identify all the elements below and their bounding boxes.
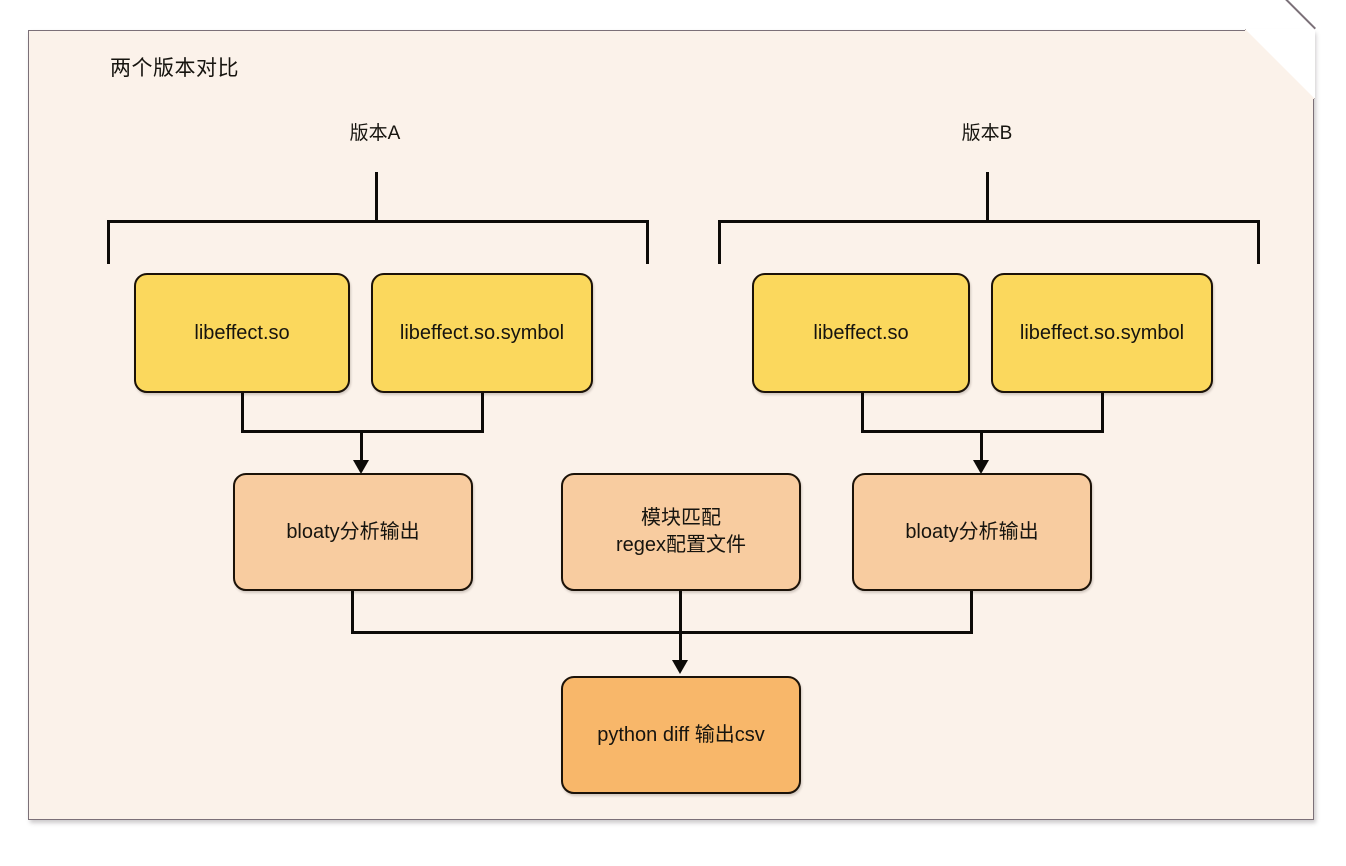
connector-version-a-leg-left bbox=[107, 220, 110, 264]
folded-corner-flap bbox=[1245, 29, 1315, 99]
connector-regex-down bbox=[679, 591, 682, 634]
page-title: 两个版本对比 bbox=[110, 57, 239, 80]
connector-b-symbol-down bbox=[1101, 393, 1104, 433]
connector-version-a-bar bbox=[107, 220, 649, 223]
folded-corner-edge bbox=[1244, 0, 1316, 30]
connector-a-bloaty-down bbox=[351, 591, 354, 634]
connector-a-merge-stem bbox=[360, 430, 363, 465]
connector-a-symbol-down bbox=[481, 393, 484, 433]
node-label: python diff 输出csv bbox=[597, 723, 765, 746]
node-label: libeffect.so.symbol bbox=[399, 321, 565, 344]
arrow-to-diff-output bbox=[672, 660, 688, 674]
connector-b-lib-down bbox=[861, 393, 864, 433]
connector-version-b-leg-right bbox=[1257, 220, 1260, 264]
connector-a-lib-down bbox=[241, 393, 244, 433]
connector-b-bloaty-down bbox=[970, 591, 973, 634]
node-version-b-bloaty-output[interactable]: bloaty分析输出 bbox=[852, 473, 1092, 591]
node-version-a-libeffect-so-symbol[interactable]: libeffect.so.symbol bbox=[371, 273, 593, 393]
connector-diff-merge-bar bbox=[351, 631, 973, 634]
connector-version-b-stem bbox=[986, 172, 989, 222]
arrow-to-a-bloaty bbox=[353, 460, 369, 474]
node-python-diff-output-csv[interactable]: python diff 输出csv bbox=[561, 676, 801, 794]
connector-b-merge-stem bbox=[980, 430, 983, 465]
node-regex-config-file[interactable]: 模块匹配 regex配置文件 bbox=[561, 473, 801, 591]
arrow-to-b-bloaty bbox=[973, 460, 989, 474]
connector-version-a-stem bbox=[375, 172, 378, 222]
connector-version-b-bar bbox=[718, 220, 1260, 223]
connector-version-a-leg-right bbox=[646, 220, 649, 264]
connector-diff-merge-stem bbox=[679, 631, 682, 670]
node-version-b-libeffect-so-symbol[interactable]: libeffect.so.symbol bbox=[991, 273, 1213, 393]
node-label: libeffect.so.symbol bbox=[1019, 321, 1185, 344]
node-version-b-libeffect-so[interactable]: libeffect.so bbox=[752, 273, 970, 393]
node-version-a-libeffect-so[interactable]: libeffect.so bbox=[134, 273, 350, 393]
node-label-line-2: regex配置文件 bbox=[615, 534, 747, 556]
node-label: bloaty分析输出 bbox=[905, 520, 1039, 543]
group-label-version-b: 版本B bbox=[961, 123, 1013, 144]
group-label-version-a: 版本A bbox=[349, 123, 401, 144]
connector-version-b-leg-left bbox=[718, 220, 721, 264]
node-label: bloaty分析输出 bbox=[286, 520, 420, 543]
node-label: 模块匹配 regex配置文件 bbox=[608, 505, 754, 559]
node-label-line-1: 模块匹配 bbox=[641, 507, 721, 529]
node-version-a-bloaty-output[interactable]: bloaty分析输出 bbox=[233, 473, 473, 591]
node-label: libeffect.so bbox=[194, 321, 290, 344]
node-label: libeffect.so bbox=[813, 321, 909, 344]
